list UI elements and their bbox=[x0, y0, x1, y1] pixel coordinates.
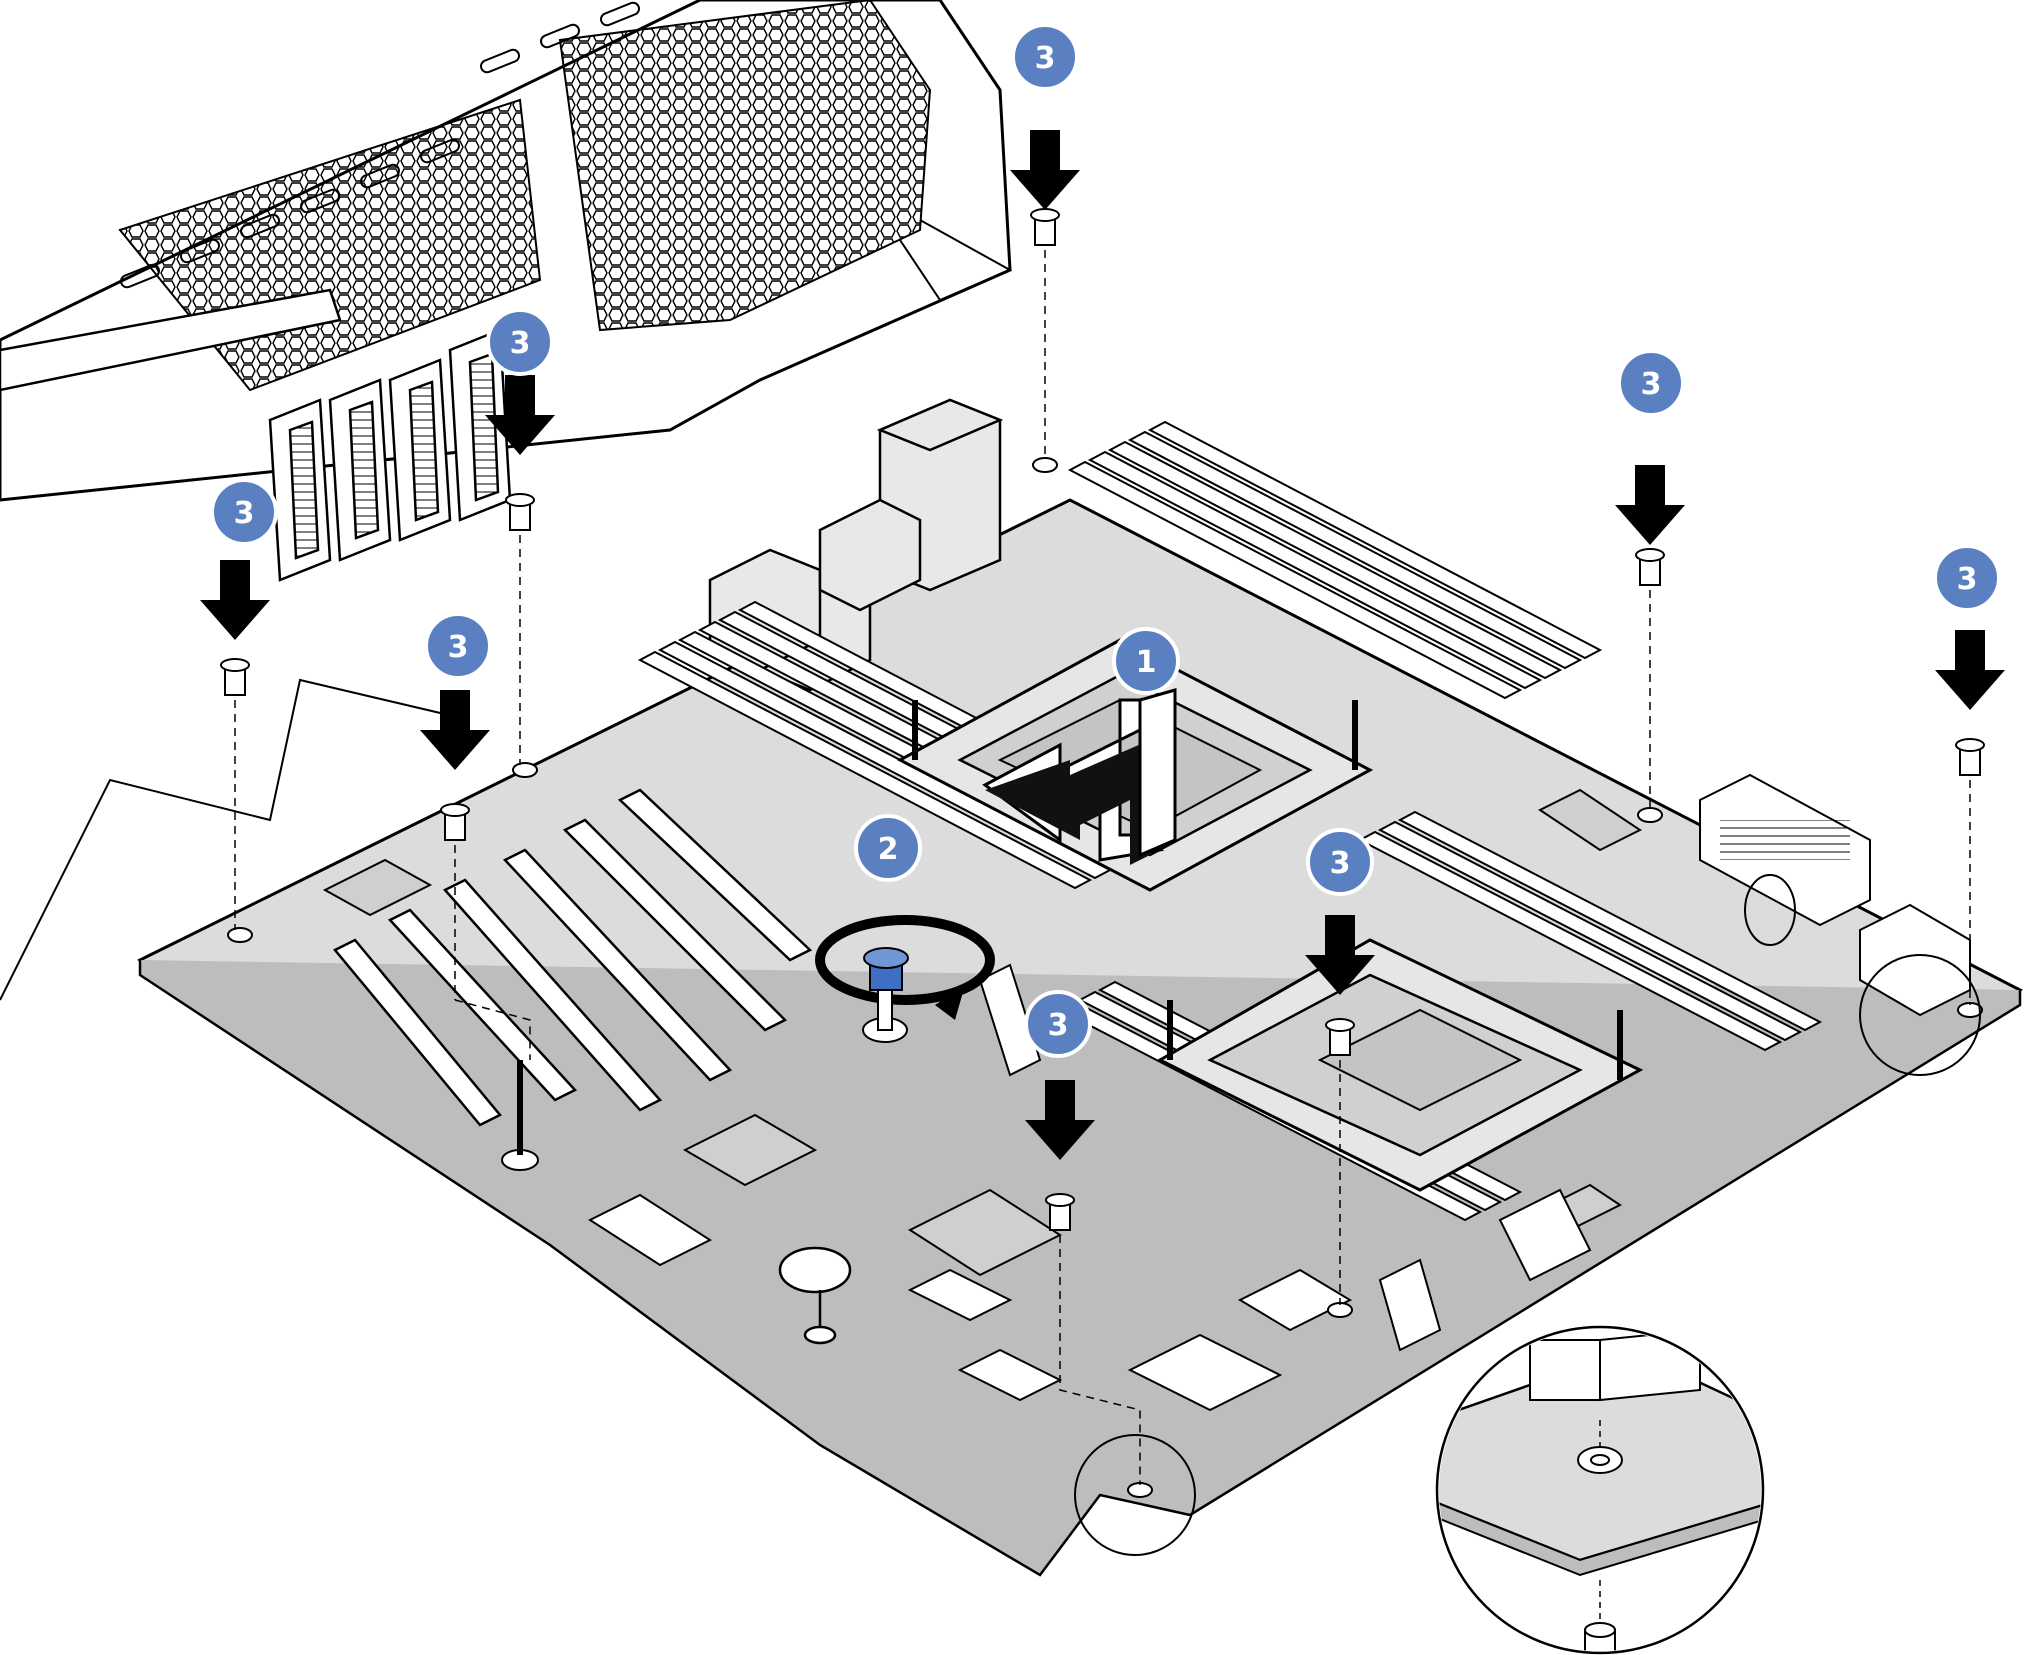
callout-3-right-upper: 3 bbox=[1617, 349, 1685, 417]
callout-3-center-cpu2: 3 bbox=[1306, 828, 1374, 896]
rotate-arrow-icon bbox=[815, 915, 995, 1020]
misc-connectors bbox=[587, 874, 1796, 1412]
standoff-top-center bbox=[1010, 130, 1080, 460]
slide-arrow-icon bbox=[982, 688, 1177, 865]
battery-holder bbox=[778, 1246, 852, 1345]
pcie-board-slots bbox=[333, 788, 813, 1127]
chassis-base-outline bbox=[0, 678, 471, 1001]
svg-text:3: 3 bbox=[448, 630, 469, 665]
rail-slots bbox=[120, 1, 640, 289]
standoff-installs bbox=[200, 130, 2005, 1485]
callout-2: 2 bbox=[854, 814, 922, 882]
callout-3-left-2: 3 bbox=[424, 612, 492, 680]
callout-3-top-center: 3 bbox=[1011, 23, 1079, 91]
down-arrow-icon bbox=[1935, 630, 2005, 710]
standoff-bottom-center bbox=[1025, 1080, 1141, 1485]
detail-circle-right bbox=[1859, 954, 1981, 1076]
down-arrow-icon bbox=[1025, 1080, 1095, 1160]
chassis-rail bbox=[0, 288, 342, 392]
callout-3-top-left: 3 bbox=[486, 308, 554, 376]
callouts: 1 2 3 3 3 3 3 3 bbox=[210, 23, 2001, 1058]
blue-plunger-screw bbox=[862, 947, 909, 1043]
svg-text:3: 3 bbox=[1957, 562, 1978, 597]
svg-text:3: 3 bbox=[1035, 41, 1056, 76]
standoff-top-left bbox=[485, 375, 555, 765]
callout-3-bottom-center: 3 bbox=[1024, 990, 1092, 1058]
down-arrow-icon bbox=[200, 560, 270, 640]
standoff-center-cpu2 bbox=[1305, 915, 1375, 1305]
standoff-left-2 bbox=[420, 690, 531, 1060]
svg-text:3: 3 bbox=[1641, 367, 1662, 402]
callout-3-left-1: 3 bbox=[210, 478, 278, 546]
down-arrow-icon bbox=[485, 375, 555, 455]
system-board bbox=[136, 398, 2024, 1577]
standoff-left-1 bbox=[200, 560, 270, 930]
svg-text:3: 3 bbox=[234, 496, 255, 531]
down-arrow-icon bbox=[1305, 915, 1375, 995]
standoff-far-right bbox=[1935, 630, 2005, 1005]
detail-circle-bottom bbox=[1074, 1434, 1196, 1556]
svg-text:3: 3 bbox=[1048, 1008, 1069, 1043]
down-arrow-icon bbox=[1615, 465, 1685, 545]
callout-3-far-right: 3 bbox=[1933, 544, 2001, 612]
down-arrow-icon bbox=[1010, 130, 1080, 210]
down-arrow-icon bbox=[420, 690, 490, 770]
callout-1: 1 bbox=[1112, 627, 1180, 695]
pcie-slot-brackets bbox=[268, 328, 512, 582]
svg-text:2: 2 bbox=[878, 832, 899, 867]
dimm-slots-cpu1-right bbox=[1067, 420, 1603, 700]
cpu2-socket bbox=[1156, 938, 1644, 1192]
svg-text:3: 3 bbox=[510, 326, 531, 361]
chassis-fan-mesh bbox=[558, 0, 932, 332]
standoff-right-upper bbox=[1615, 465, 1685, 810]
magnifier-detail-icon bbox=[1435, 1325, 1765, 1655]
svg-text:1: 1 bbox=[1136, 645, 1157, 680]
svg-text:3: 3 bbox=[1330, 846, 1351, 881]
chassis bbox=[0, 0, 1013, 1001]
